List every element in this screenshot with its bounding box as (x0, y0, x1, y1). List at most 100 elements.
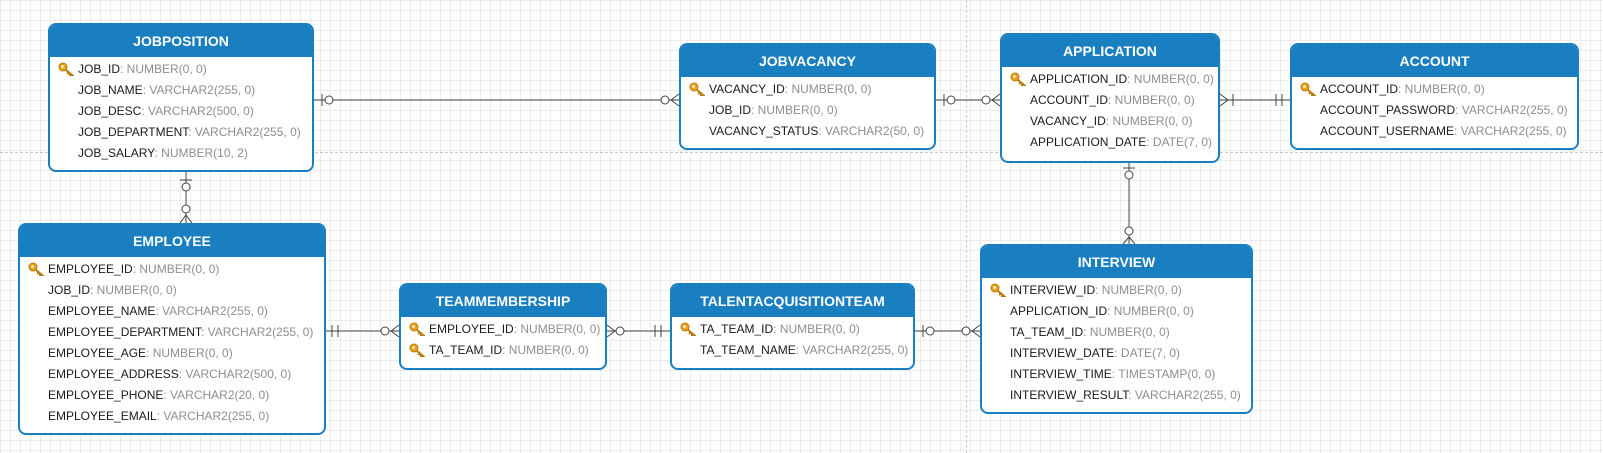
column-row[interactable]: JOB_DESC: VARCHAR2(500, 0) (50, 101, 312, 122)
column-row[interactable]: VACANCY_ID: NUMBER(0, 0) (681, 79, 934, 100)
relationship-employee-teammembership[interactable] (326, 324, 400, 338)
column-row[interactable]: JOB_NAME: VARCHAR2(255, 0) (50, 80, 312, 101)
column-name: EMPLOYEE_AGE (48, 346, 147, 360)
column-type: : NUMBER(0, 0) (773, 322, 860, 336)
column-row[interactable]: ACCOUNT_ID: NUMBER(0, 0) (1292, 79, 1577, 100)
entity-interview[interactable]: INTERVIEW INTERVIEW_ID: NUMBER(0, 0) APP… (980, 244, 1253, 414)
column-row[interactable]: TA_TEAM_NAME: VARCHAR2(255, 0) (672, 340, 913, 361)
column-row[interactable]: EMPLOYEE_ID: NUMBER(0, 0) (401, 319, 605, 340)
column-row[interactable]: JOB_ID: NUMBER(0, 0) (50, 59, 312, 80)
column-name: EMPLOYEE_NAME (48, 304, 156, 318)
column-name: JOB_DEPARTMENT (78, 125, 189, 139)
key-icon (409, 343, 425, 357)
column-row[interactable]: APPLICATION_ID: NUMBER(0, 0) (1002, 69, 1218, 90)
column-row[interactable]: EMPLOYEE_AGE: NUMBER(0, 0) (20, 343, 324, 364)
column-row[interactable]: APPLICATION_DATE: DATE(7, 0) (1002, 132, 1218, 153)
column-row[interactable]: ACCOUNT_ID: NUMBER(0, 0) (1002, 90, 1218, 111)
column-type: : VARCHAR2(500, 0) (141, 104, 254, 118)
entity-title: EMPLOYEE (20, 225, 324, 257)
column-row[interactable]: APPLICATION_ID: NUMBER(0, 0) (982, 301, 1251, 322)
column-type: : VARCHAR2(255, 0) (1454, 124, 1567, 138)
entity-title: JOBVACANCY (681, 45, 934, 77)
entity-jobposition[interactable]: JOBPOSITION JOB_ID: NUMBER(0, 0) JOB_NAM… (48, 23, 314, 172)
column-name: INTERVIEW_TIME (1010, 367, 1112, 381)
key-icon (1010, 72, 1026, 86)
column-row[interactable]: ACCOUNT_USERNAME: VARCHAR2(255, 0) (1292, 121, 1577, 142)
relationship-jobvacancy-application[interactable] (936, 93, 1001, 107)
entity-title: TEAMMEMBERSHIP (401, 285, 605, 317)
column-type: : VARCHAR2(255, 0) (156, 409, 270, 423)
column-name: EMPLOYEE_PHONE (48, 388, 164, 402)
key-icon (28, 262, 44, 276)
key-icon (409, 322, 425, 336)
column-row[interactable]: INTERVIEW_RESULT: VARCHAR2(255, 0) (982, 385, 1251, 406)
column-row[interactable]: EMPLOYEE_NAME: VARCHAR2(255, 0) (20, 301, 324, 322)
entity-employee[interactable]: EMPLOYEE EMPLOYEE_ID: NUMBER(0, 0) JOB_I… (18, 223, 326, 435)
column-name: APPLICATION_ID (1030, 72, 1128, 86)
column-type: : NUMBER(0, 0) (132, 262, 220, 276)
relationship-application-account[interactable] (1219, 93, 1290, 107)
column-row[interactable]: INTERVIEW_ID: NUMBER(0, 0) (982, 280, 1251, 301)
column-row[interactable]: TA_TEAM_ID: NUMBER(0, 0) (401, 340, 605, 361)
entity-title: INTERVIEW (982, 246, 1251, 278)
column-row[interactable]: ACCOUNT_PASSWORD: VARCHAR2(255, 0) (1292, 100, 1577, 121)
column-name: JOB_ID (78, 62, 121, 76)
column-name: JOB_DESC (78, 104, 142, 118)
column-row[interactable]: JOB_DEPARTMENT: VARCHAR2(255, 0) (50, 122, 312, 143)
column-type: : NUMBER(0, 0) (1107, 304, 1194, 318)
column-row[interactable]: JOB_ID: NUMBER(0, 0) (681, 100, 934, 121)
column-name: TA_TEAM_NAME (700, 343, 796, 357)
column-type: : VARCHAR2(255, 0) (200, 325, 314, 339)
column-row[interactable]: JOB_SALARY: NUMBER(10, 2) (50, 143, 312, 164)
column-type: : VARCHAR2(20, 0) (163, 388, 270, 402)
column-row[interactable]: EMPLOYEE_ID: NUMBER(0, 0) (20, 259, 324, 280)
column-name: EMPLOYEE_ID (48, 262, 133, 276)
column-name: EMPLOYEE_ID (429, 322, 514, 336)
key-icon (990, 283, 1006, 297)
column-row[interactable]: INTERVIEW_TIME: TIMESTAMP(0, 0) (982, 364, 1251, 385)
column-type: : NUMBER(0, 0) (1398, 82, 1485, 96)
column-row[interactable]: EMPLOYEE_ADDRESS: VARCHAR2(500, 0) (20, 364, 324, 385)
column-row[interactable]: VACANCY_ID: NUMBER(0, 0) (1002, 111, 1218, 132)
relationship-teammembership-talentacquisitionteam[interactable] (606, 324, 670, 338)
column-name: EMPLOYEE_DEPARTMENT (48, 325, 201, 339)
column-row[interactable]: EMPLOYEE_PHONE: VARCHAR2(20, 0) (20, 385, 324, 406)
column-row[interactable]: VACANCY_STATUS: VARCHAR2(50, 0) (681, 121, 934, 142)
column-name: VACANCY_ID (1030, 114, 1106, 128)
column-name: ACCOUNT_USERNAME (1320, 124, 1455, 138)
column-type: : NUMBER(0, 0) (146, 346, 233, 360)
column-type: : NUMBER(0, 0) (513, 322, 601, 336)
entity-talentacquisitionteam[interactable]: TALENTACQUISITIONTEAM TA_TEAM_ID: NUMBER… (670, 283, 915, 370)
relationship-jobposition-jobvacancy[interactable] (314, 93, 680, 107)
relationship-jobposition-employee[interactable] (179, 172, 193, 224)
column-name: INTERVIEW_RESULT (1010, 388, 1129, 402)
column-type: : VARCHAR2(255, 0) (188, 125, 301, 139)
column-type: : DATE(7, 0) (1146, 135, 1213, 149)
column-row[interactable]: TA_TEAM_ID: NUMBER(0, 0) (672, 319, 913, 340)
column-name: ACCOUNT_ID (1320, 82, 1399, 96)
relationship-application-interview[interactable] (1122, 163, 1136, 245)
page-break-vertical (966, 0, 967, 453)
relationship-talentacquisitionteam-interview[interactable] (915, 324, 981, 338)
entity-teammembership[interactable]: TEAMMEMBERSHIP EMPLOYEE_ID: NUMBER(0, 0)… (399, 283, 607, 370)
column-type: : VARCHAR2(255, 0) (142, 83, 256, 97)
column-row[interactable]: EMPLOYEE_DEPARTMENT: VARCHAR2(255, 0) (20, 322, 324, 343)
column-type: : VARCHAR2(255, 0) (795, 343, 909, 357)
column-type: : TIMESTAMP(0, 0) (1111, 367, 1216, 381)
entity-application[interactable]: APPLICATION APPLICATION_ID: NUMBER(0, 0)… (1000, 33, 1220, 163)
entity-title: JOBPOSITION (50, 25, 312, 57)
entity-account[interactable]: ACCOUNT ACCOUNT_ID: NUMBER(0, 0) ACCOUNT… (1290, 43, 1579, 150)
column-type: : NUMBER(0, 0) (502, 343, 589, 357)
column-row[interactable]: TA_TEAM_ID: NUMBER(0, 0) (982, 322, 1251, 343)
column-type: : NUMBER(0, 0) (90, 283, 177, 297)
column-name: JOB_ID (48, 283, 91, 297)
column-name: JOB_ID (709, 103, 752, 117)
column-type: : DATE(7, 0) (1114, 346, 1181, 360)
column-row[interactable]: INTERVIEW_DATE: DATE(7, 0) (982, 343, 1251, 364)
column-row[interactable]: JOB_ID: NUMBER(0, 0) (20, 280, 324, 301)
key-icon (58, 62, 74, 76)
column-row[interactable]: EMPLOYEE_EMAIL: VARCHAR2(255, 0) (20, 406, 324, 427)
page-break-horizontal (0, 152, 1603, 153)
entity-jobvacancy[interactable]: JOBVACANCY VACANCY_ID: NUMBER(0, 0) JOB_… (679, 43, 936, 150)
column-name: VACANCY_ID (709, 82, 785, 96)
